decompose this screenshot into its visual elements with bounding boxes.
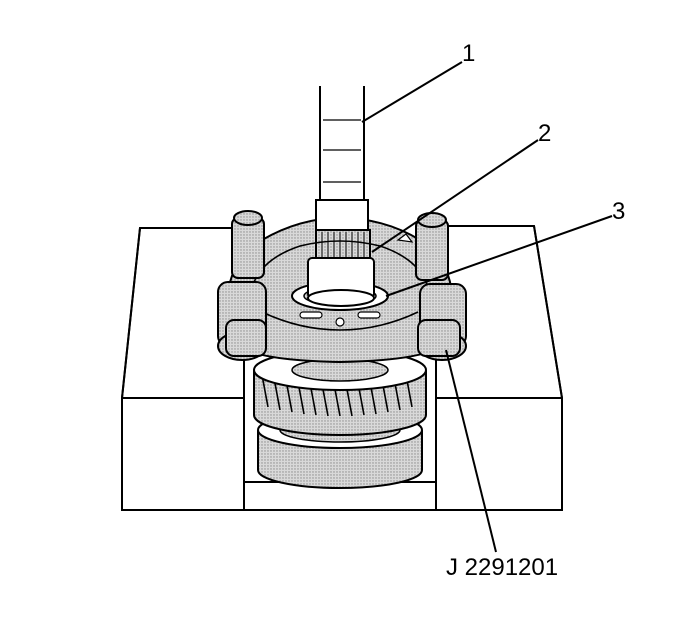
- left-support-block: [121, 227, 245, 511]
- gear-stack: [253, 349, 427, 489]
- leader-3: [385, 215, 613, 297]
- callout-3: 3: [612, 198, 626, 225]
- right-bolt-assembly: [415, 212, 467, 361]
- leader-tool: [445, 349, 497, 553]
- callout-1: 1: [462, 40, 476, 67]
- callout-tool: J 2291201: [446, 554, 559, 581]
- press-ram: [307, 86, 375, 307]
- leader-lines: [361, 61, 613, 553]
- callout-2: 2: [538, 120, 552, 147]
- leader-2: [371, 139, 539, 253]
- left-bolt-assembly: [217, 210, 267, 361]
- right-support-block: [435, 225, 563, 511]
- leader-1: [361, 61, 463, 123]
